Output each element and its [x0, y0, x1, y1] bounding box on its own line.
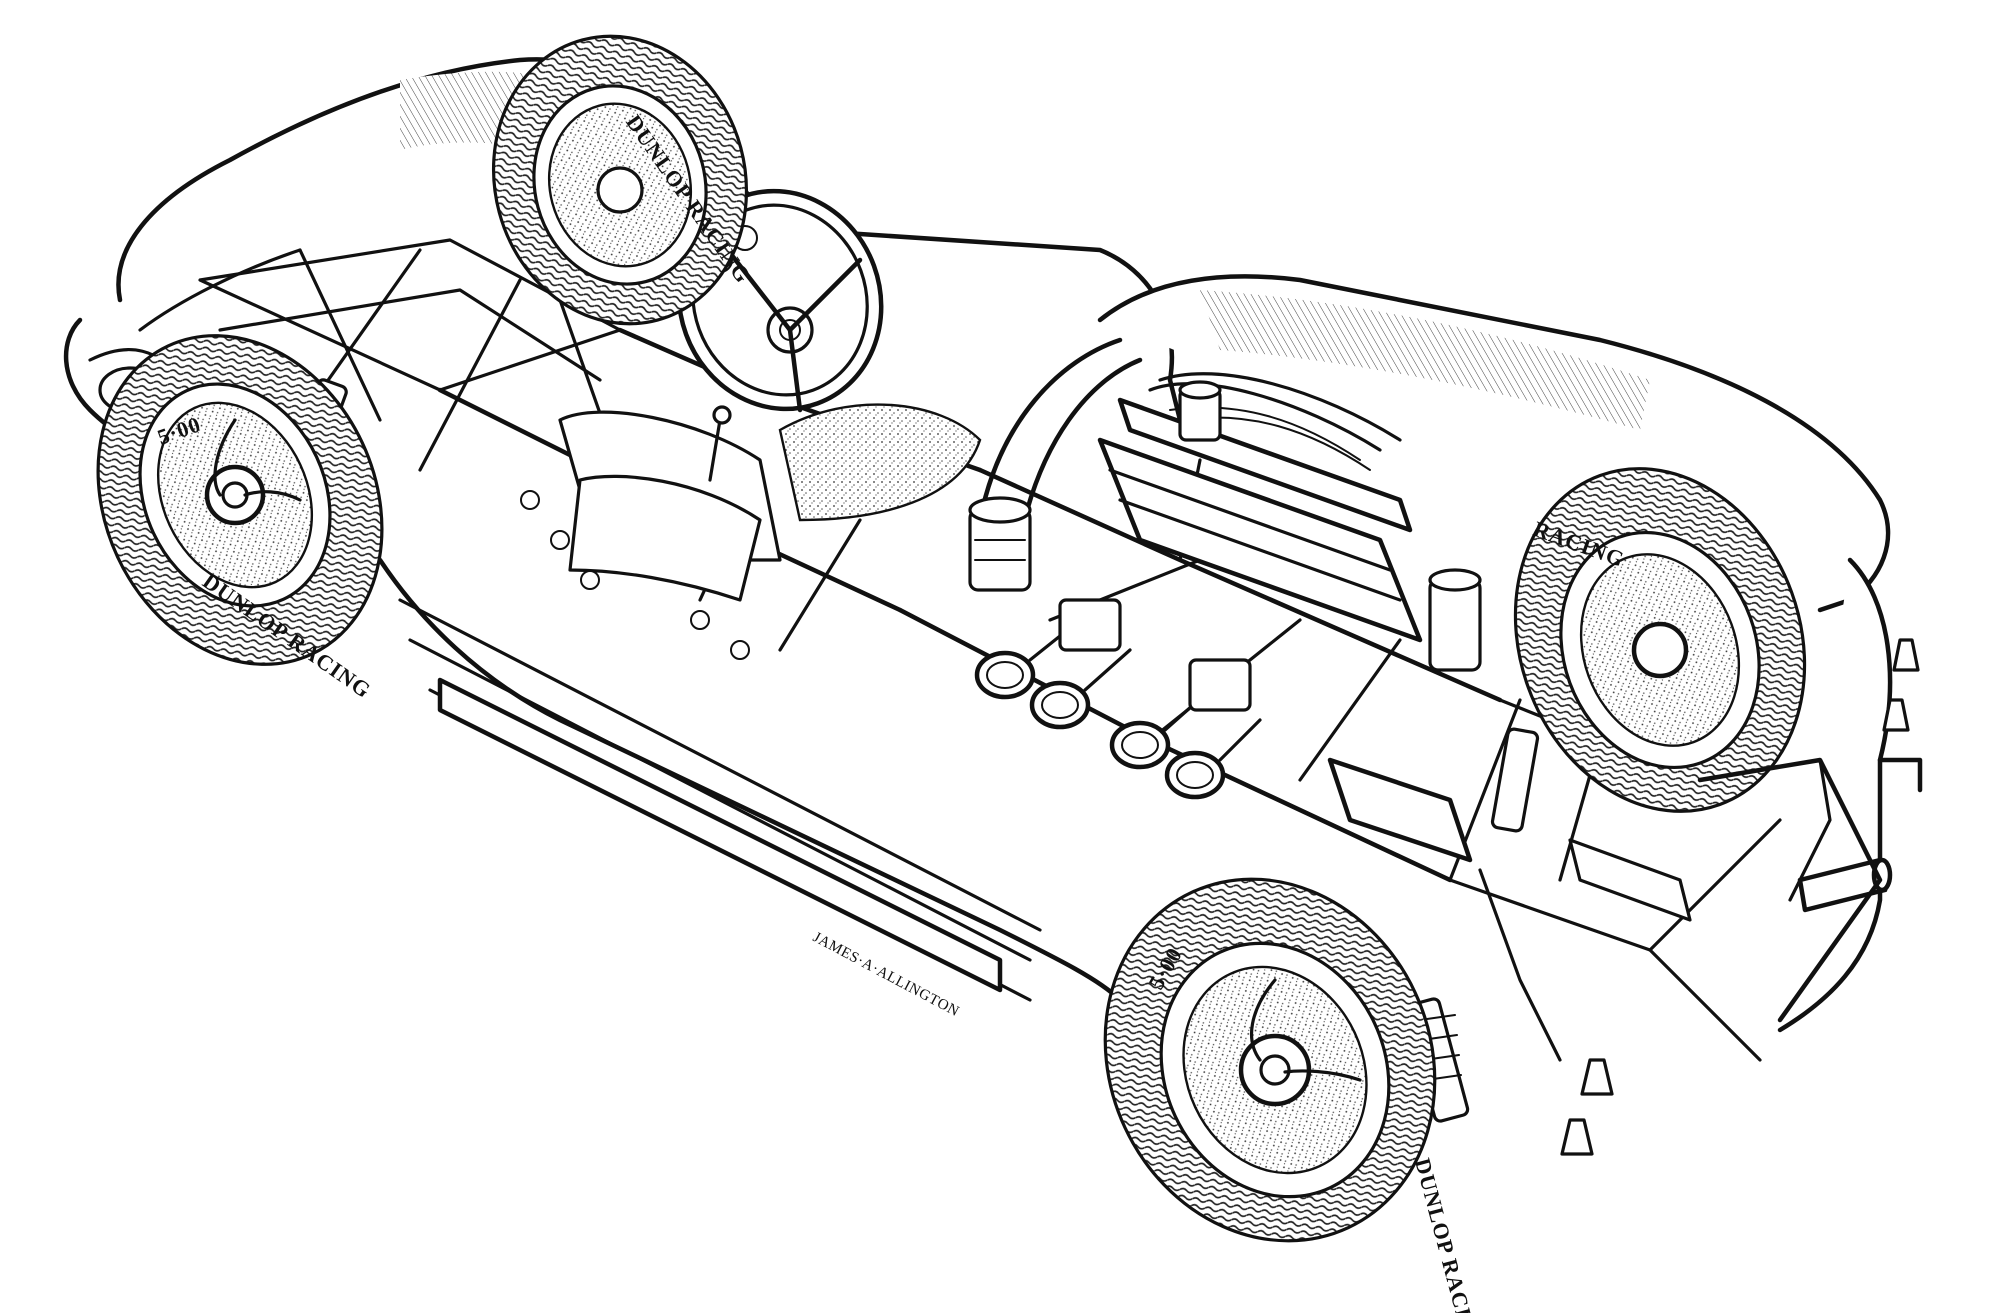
body-fasteners	[1560, 638, 1920, 1156]
suspension	[282, 378, 1650, 1123]
cockpit	[520, 403, 982, 660]
nose-panel	[1648, 757, 1923, 1062]
body-shell	[63, 57, 1893, 1063]
carburettors	[974, 598, 1262, 800]
wheel-rear-left: DUNLOP RACING	[491, 34, 756, 326]
wheel-front-right: DUNLOP RACING 5·00	[1103, 877, 1486, 1313]
wheel-front-left: DUNLOP RACING 5·00	[96, 334, 384, 703]
engine	[968, 372, 1893, 922]
wheel-rear-right: RACING	[1513, 467, 1807, 813]
driver-seat	[778, 403, 982, 522]
tyre-label-front-right: DUNLOP RACING	[1410, 1156, 1486, 1313]
